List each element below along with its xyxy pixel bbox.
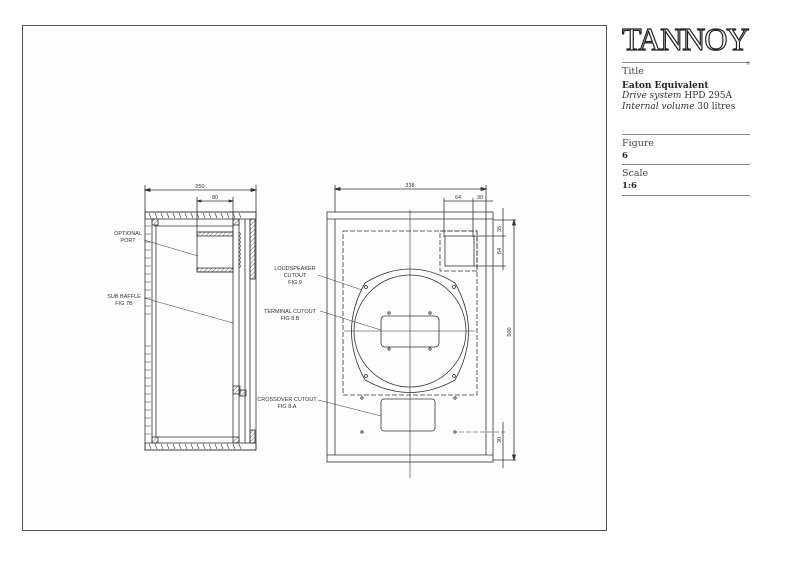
dim-port-offset-top: 35 — [497, 226, 503, 232]
callout-optional-port-1: OPTIONAL — [114, 231, 142, 237]
callout-sub-baffle-2: FIG 7B — [115, 301, 133, 307]
divider — [622, 164, 750, 165]
dim-port-offset-right: 30 — [477, 195, 483, 201]
callout-loudspeaker-2: CUTOUT — [284, 273, 307, 279]
dim-overall-height: 500 — [507, 327, 513, 336]
divider — [622, 195, 750, 196]
drive-system-line: Drive system HPD 295A — [622, 91, 733, 101]
dim-port-width: 80 — [212, 195, 218, 201]
callout-optional-port-2: PORT — [120, 238, 136, 244]
callout-sub-baffle-1: SUB BAFFLE — [107, 294, 141, 300]
dim-overall-width: 338 — [405, 183, 414, 189]
title-block: TANNOY ® Title Eaton Equivalent Drive sy… — [621, 21, 750, 196]
scale-label: Scale — [622, 168, 649, 179]
callout-crossover-2: FIG 8.A — [278, 404, 297, 410]
side-view-labels: 250 80 OPTIONAL PORT SUB BAFFLE FIG 7B — [107, 184, 218, 307]
dim-port-cutout-height: 64 — [497, 248, 503, 254]
dim-port-cutout-width: 64 — [455, 195, 461, 201]
registered-mark: ® — [746, 62, 750, 67]
front-view-labels: 338 64 30 35 64 500 30 LOUDSPEAKER CUTOU… — [257, 183, 513, 443]
figure-value: 6 — [622, 151, 628, 161]
tannoy-logo: TANNOY ® — [621, 21, 750, 67]
title-value: Eaton Equivalent — [622, 81, 709, 91]
callout-crossover-1: CROSSOVER CUTOUT — [257, 397, 317, 403]
divider — [622, 62, 750, 63]
divider — [622, 134, 750, 135]
scale-value: 1:6 — [622, 181, 637, 191]
internal-volume-line: Internal volume 30 litres — [622, 101, 736, 112]
callout-loudspeaker-3: FIG 9 — [288, 280, 302, 286]
drawing-frame — [22, 25, 607, 531]
callout-loudspeaker-1: LOUDSPEAKER — [274, 266, 315, 272]
side-view — [143, 185, 258, 451]
title-label: Title — [622, 66, 644, 77]
dim-overall-depth: 250 — [195, 184, 204, 190]
figure-label: Figure — [622, 138, 654, 149]
callout-terminal-1: TERMINAL CUTOUT — [264, 309, 317, 315]
front-view — [317, 185, 517, 478]
dim-bottom-offset: 30 — [497, 437, 503, 443]
callout-terminal-2: FIG 8.B — [281, 316, 300, 322]
